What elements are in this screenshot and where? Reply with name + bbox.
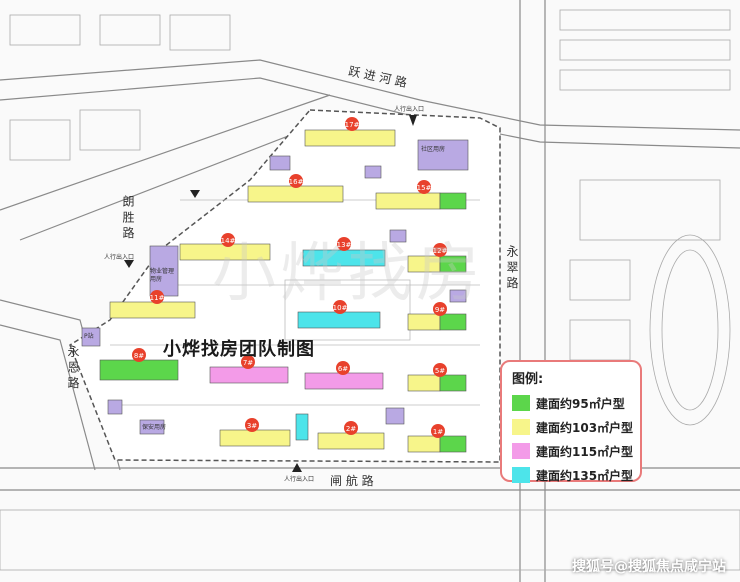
road-east-label: 永 翠 路: [505, 245, 519, 289]
legend-swatch-95: [512, 395, 530, 411]
building-number-label: 16#: [289, 178, 304, 186]
building-number-label: 5#: [435, 367, 445, 375]
building-marker-circle: [150, 290, 164, 304]
building-marker-circle: [433, 302, 447, 316]
source-footer: 搜狐号@搜狐焦点咸宁站: [572, 559, 726, 575]
building-number-label: 17#: [345, 121, 360, 129]
building-number-label: 14#: [221, 237, 236, 245]
building-number-label: 7#: [243, 359, 253, 367]
building-marker-circle: [417, 180, 431, 194]
building-marker-circle: [241, 355, 255, 369]
building-marker-circle: [433, 363, 447, 377]
entrance-markers: [124, 115, 417, 472]
road-southwest-label: 永 恩 路: [66, 345, 80, 389]
building-marker-circle: [345, 117, 359, 131]
watermark-text: 小烨找房: [212, 237, 484, 311]
entrance-south-arrow: [292, 463, 302, 472]
building-number-label: 9#: [435, 306, 445, 314]
building-9a: [407, 313, 441, 331]
building-marker-circle: [221, 233, 235, 247]
p-stop-west-shape: [81, 327, 101, 347]
building-1b: [439, 435, 467, 453]
building-number-label: 12#: [433, 247, 448, 255]
p-stop-c-shape: [449, 289, 467, 303]
building-3: [219, 429, 291, 447]
building-number-label: 11#: [150, 294, 165, 302]
facilities: [81, 139, 469, 435]
building-number-label: 3#: [247, 422, 257, 430]
building-marker-circle: [333, 300, 347, 314]
legend-item-135: 建面约135㎡户型: [512, 463, 634, 487]
p-stop-e-shape: [107, 399, 123, 415]
entrance-west2-arrow: [124, 260, 134, 268]
building-17: [304, 129, 396, 147]
building-number-label: 6#: [338, 365, 348, 373]
road-south-label: 闸 航 路: [330, 474, 374, 488]
legend-title: 图例:: [512, 372, 544, 387]
entrance-kiosk: [295, 413, 309, 441]
entrance-north-arrow: [409, 115, 417, 126]
building-markers: 17# 16# 15# 14# 13# 12# 11# 10# 9# 8# 7# 6# 5# 3# 2# 1#: [132, 117, 448, 438]
community-center-label: 社区用房: [421, 146, 446, 153]
building-number-label: 15#: [417, 184, 432, 192]
building-marker-circle: [336, 361, 350, 375]
building-marker-circle: [337, 237, 351, 251]
building-10: [297, 311, 381, 329]
building-marker-circle: [289, 174, 303, 188]
building-number-label: 10#: [333, 304, 348, 312]
building-number-label: 13#: [337, 241, 352, 249]
building-marker-circle: [132, 348, 146, 362]
surrounding-buildings: [0, 9, 740, 571]
legend-label-103: 建面约103㎡户型: [536, 420, 634, 435]
building-11: [109, 301, 196, 319]
legend-label-115: 建面约115㎡户型: [536, 444, 634, 459]
building-8: [99, 359, 179, 381]
security-label: 保安用房: [142, 424, 167, 431]
security-shape: [139, 419, 165, 435]
p-stop-label: P站: [84, 333, 94, 340]
building-marker-circle: [431, 424, 445, 438]
building-number-label: 2#: [346, 425, 356, 433]
legend-item-95: 建面约95㎡户型: [512, 391, 630, 415]
entrance-west-label: 人行出入口: [104, 254, 135, 261]
legend-label-135: 建面约135㎡户型: [536, 468, 634, 483]
property-mgmt-label: 物业管理用房: [150, 268, 175, 283]
building-15a: [375, 192, 441, 210]
p-stop-b-shape: [389, 229, 407, 243]
property-mgmt-shape: [149, 245, 179, 297]
legend-box: 图例: 建面约95㎡户型 建面约103㎡户型 建面约115㎡户型 建面约135㎡…: [500, 360, 642, 483]
residential-buildings: [99, 129, 467, 453]
building-15b: [439, 192, 467, 210]
legend-item-103: 建面约103㎡户型: [512, 415, 634, 439]
building-5b: [439, 374, 467, 392]
building-marker-circle: [433, 243, 447, 257]
building-1a: [407, 435, 441, 453]
legend-item-115: 建面约115㎡户型: [512, 439, 634, 463]
road-west-label: 朗 胜 路: [121, 195, 135, 239]
building-7: [209, 366, 289, 384]
building-6: [304, 372, 384, 390]
building-9b: [439, 313, 467, 331]
building-marker-circle: [245, 418, 259, 432]
building-marker-circle: [344, 421, 358, 435]
building-16: [247, 185, 344, 203]
building-number-label: 1#: [433, 428, 443, 436]
entrance-north-label: 人行出入口: [394, 106, 425, 113]
map-credit-title: 小烨找房团队制图: [163, 339, 315, 360]
entrance-west-arrow: [190, 190, 200, 198]
building-number-label: 8#: [134, 352, 144, 360]
legend-swatch-115: [512, 443, 530, 459]
legend-swatch-103: [512, 419, 530, 435]
p-stop-d-shape: [385, 407, 405, 425]
p-stop-north-shape: [269, 155, 291, 171]
community-center-shape: [417, 139, 469, 171]
building-2: [317, 432, 385, 450]
legend-swatch-135: [512, 467, 530, 483]
building-12b: [439, 255, 467, 273]
p-stop-a-shape: [364, 165, 382, 179]
legend-label-95: 建面约95㎡户型: [536, 396, 625, 411]
entrance-south-label: 人行出入口: [284, 476, 315, 483]
building-5a: [407, 374, 441, 392]
